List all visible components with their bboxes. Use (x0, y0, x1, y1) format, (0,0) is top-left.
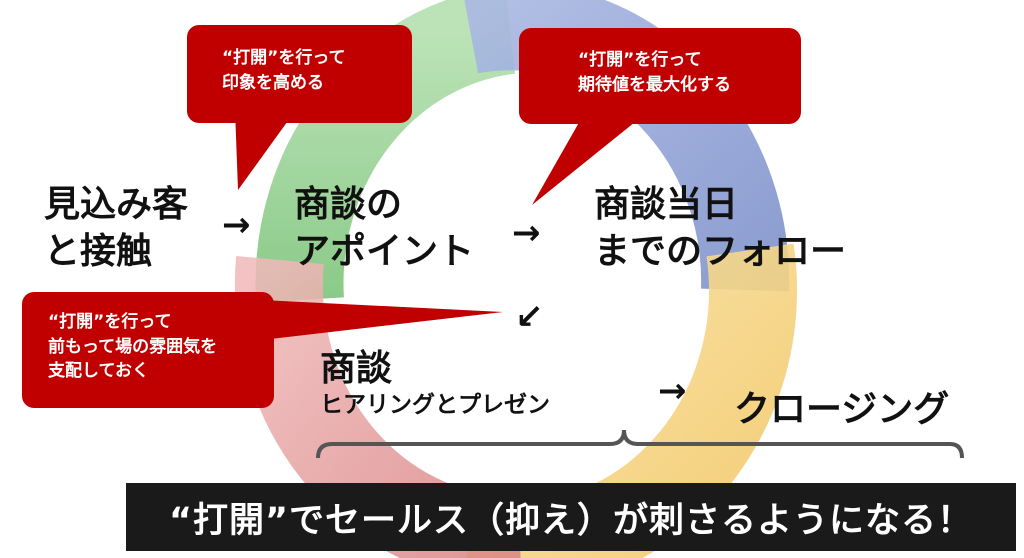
step-closing-line1: クロージング (734, 389, 950, 430)
callout-impression-line1: “打開”を行って (222, 48, 346, 68)
callout-atmosphere-shape (22, 292, 503, 408)
callout-expectation-line2: 期待値を最大化する (578, 74, 731, 95)
step-closing: クロージング (734, 380, 949, 432)
step-prospect-line2: と接触 (44, 230, 153, 272)
banner-text: “打開”でセールス（抑え）が刺さるようになる！ (168, 500, 973, 541)
arrow-down-left: ↙ (515, 297, 544, 337)
step-meeting-line2: ヒアリングとプレゼン (320, 392, 550, 419)
callout-atmosphere-line3: 支配しておく (48, 361, 149, 382)
step-prospect: 見込み客 と接触 (44, 182, 188, 276)
step-follow-line1: 商談当日 (594, 184, 739, 225)
step-meeting: 商談 ヒアリングとプレゼン (320, 348, 550, 422)
callout-expectation-line1: “打開”を行って (578, 50, 702, 70)
callout-atmosphere-line1: “打開”を行って (48, 312, 172, 332)
step-appointment: 商談の アポイント (294, 182, 474, 276)
step-follow: 商談当日 までのフォロー (594, 182, 846, 276)
step-appointment-line2: アポイント (294, 230, 475, 272)
callout-impression: “打開”を行って 印象を高める (222, 46, 346, 95)
callout-impression-shape (187, 25, 412, 190)
callout-expectation: “打開”を行って 期待値を最大化する (578, 48, 731, 97)
arrow-right-1: → (222, 205, 251, 245)
step-meeting-line1: 商談 (320, 348, 393, 389)
arrow-right-2: → (512, 213, 541, 253)
callout-atmosphere: “打開”を行って 前もって場の雰囲気を 支配しておく (48, 310, 217, 384)
step-appointment-line1: 商談の (294, 184, 403, 225)
brace (316, 429, 964, 459)
callout-impression-line2: 印象を高める (222, 72, 324, 93)
step-follow-line2: までのフォロー (594, 230, 847, 272)
bottom-banner: “打開”でセールス（抑え）が刺さるようになる！ (126, 483, 1016, 551)
step-prospect-line1: 見込み客 (44, 184, 189, 225)
callout-atmosphere-line2: 前もって場の雰囲気を (48, 336, 218, 357)
callout-expectation-shape (519, 28, 801, 205)
arrow-right-3: → (658, 371, 687, 411)
